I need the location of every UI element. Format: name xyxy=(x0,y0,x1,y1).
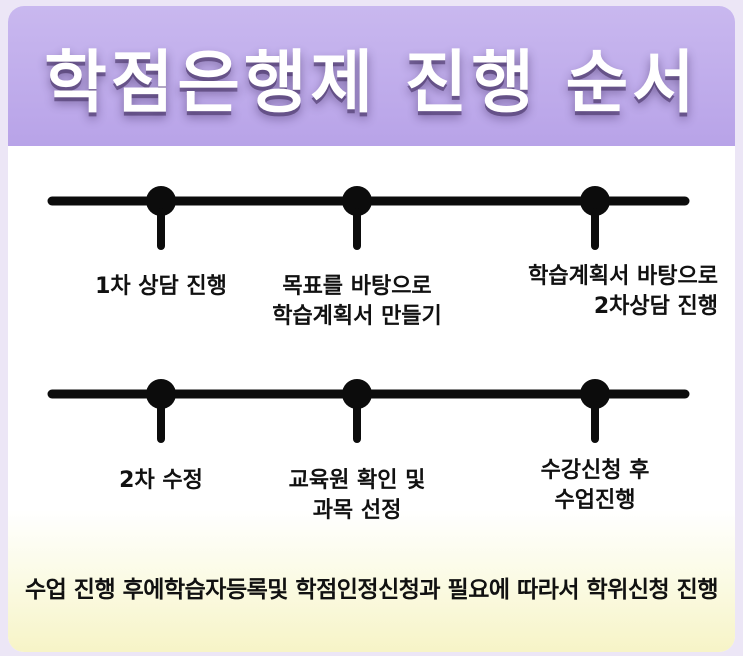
timeline-node-4 xyxy=(146,379,176,409)
timeline-row-1 xyxy=(0,182,743,250)
timeline-row-2-graphic xyxy=(47,379,690,443)
timeline-node-2 xyxy=(342,186,372,216)
header-banner: 학점은행제 진행 순서 xyxy=(8,6,735,146)
step-label: 교육원 확인 및 과목 선정 xyxy=(288,468,426,523)
timeline-node-6 xyxy=(580,379,610,409)
body-area xyxy=(8,146,735,652)
timeline-row-2 xyxy=(0,375,743,443)
step-label: 수강신청 후 수업진행 xyxy=(540,458,650,513)
timeline-row-1-graphic xyxy=(47,186,690,250)
step-label: 학습계획서 바탕으로 2차상담 진행 xyxy=(528,264,718,319)
footer-note: 수업 진행 후에학습자등록및 학점인정신청과 필요에 따라서 학위신청 진행 xyxy=(24,577,719,603)
step-label: 1차 상담 진행 xyxy=(95,274,227,299)
timeline-node-3 xyxy=(580,186,610,216)
page-title: 학점은행제 진행 순서 xyxy=(44,43,699,123)
step-label: 목표를 바탕으로 학습계획서 만들기 xyxy=(272,274,442,329)
timeline-node-5 xyxy=(342,379,372,409)
card: 학점은행제 진행 순서 xyxy=(8,6,735,652)
timeline-node-1 xyxy=(146,186,176,216)
step-label: 2차 수정 xyxy=(119,468,203,493)
